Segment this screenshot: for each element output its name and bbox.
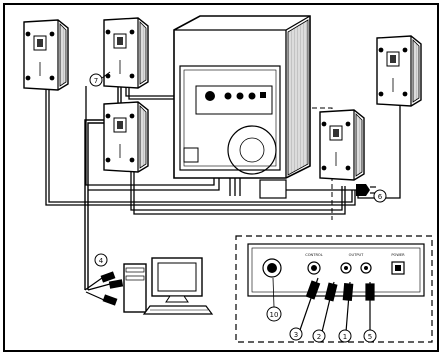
power-label: POWER [391,253,405,257]
svg-text:6: 6 [378,193,383,201]
svg-text:1: 1 [343,333,347,341]
callout-10: 10 [266,277,282,322]
speaker-front-left [103,101,149,173]
computer-audio-plugs [84,271,124,306]
speaker-top-right [376,35,422,107]
callout-3: 3 [289,327,303,341]
svg-text:5: 5 [368,333,372,341]
control-label: CONTROL [305,253,323,257]
callout-7: 7 [89,71,111,87]
output-label: OUTPUT [349,253,364,257]
callout-5: 5 [363,329,377,343]
speaker-top-inner-left [103,17,149,89]
svg-text:10: 10 [270,311,279,319]
speaker-top-far-left [23,19,69,91]
speaker-front-right [319,109,365,181]
subwoofer [173,15,311,179]
svg-text:3: 3 [294,331,298,339]
computer [123,257,214,315]
callouts: 7 6 4 10 3 2 1 5 [89,71,387,343]
svg-text:7: 7 [94,77,98,85]
callout-1: 1 [338,329,352,343]
svg-text:4: 4 [99,257,104,265]
rear-panel-detail: CONTROL OUTPUT POWER [235,235,433,343]
callout-4: 4 [94,253,108,267]
svg-text:2: 2 [317,333,321,341]
callout-6: 6 [373,189,387,203]
power-adapter [259,179,376,199]
callout-2: 2 [312,329,326,343]
